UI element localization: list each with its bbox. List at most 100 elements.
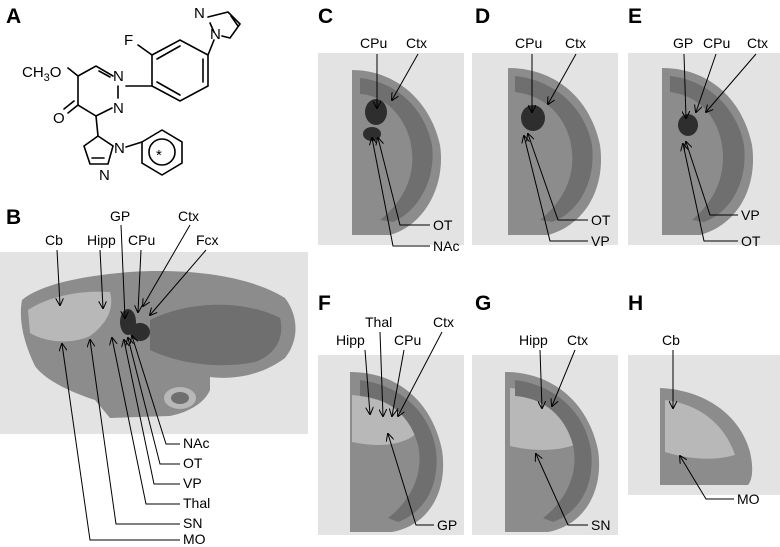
arrow-f-cpu [392, 349, 405, 416]
label-b-fcx: Fcx [196, 232, 219, 248]
phenyl-ring [141, 129, 183, 176]
panel-label-e: E [628, 5, 642, 28]
arrow-f-hipp [364, 349, 370, 414]
cortex-band [515, 380, 592, 522]
label-d-vp: VP [591, 233, 610, 249]
label-b-mo: MO [183, 531, 206, 547]
arrow-b-fcx [150, 249, 207, 315]
arrow-e-gp [684, 53, 686, 118]
bond [207, 39, 215, 56]
arrow-c-ctx [392, 53, 419, 100]
label-b-cb: Cb [45, 232, 63, 248]
arrow-d-vp [524, 136, 588, 242]
label-f-thal: Thal [365, 314, 392, 330]
label-b-ctx: Ctx [178, 208, 199, 224]
label-h-cb: Cb [662, 332, 680, 348]
cortex-band [515, 76, 593, 222]
radiolabel-asterisk: * [156, 147, 162, 164]
arrow-c-ot [378, 138, 430, 226]
arrow-g-sn [536, 454, 588, 526]
label-h-mo: MO [737, 491, 760, 507]
panel-b: B Cb Hipp GP CPu Ctx Fcx NAc OT VP Thal … [0, 206, 308, 547]
arrow-b-ot [128, 338, 180, 465]
panel-label-h: H [628, 292, 643, 315]
fluorophenyl-ring [151, 39, 209, 102]
arrow-c-nac [372, 138, 430, 247]
bond [137, 44, 153, 56]
cpu-signal [521, 105, 545, 131]
label-b-sn: SN [183, 515, 202, 531]
label-b-thal: Thal [183, 495, 210, 511]
arrow-b-ctx [143, 224, 191, 306]
methoxy-group: CH3O [22, 64, 61, 84]
arrow-b-gp [120, 224, 125, 318]
gp-signal [678, 114, 698, 136]
panel-c: C CPu Ctx OT NAc [318, 5, 464, 254]
panel-label-c: C [318, 5, 333, 28]
pyrazole-n3: N [114, 140, 125, 157]
label-g-ctx: Ctx [567, 332, 588, 348]
cerebellum-region [665, 400, 735, 459]
arrow-b-cb [57, 249, 60, 305]
label-c-ctx: Ctx [406, 35, 427, 51]
arrow-b-nac [132, 336, 180, 445]
label-d-ctx: Ctx [565, 35, 586, 51]
label-f-cpu: CPu [394, 332, 421, 348]
label-b-nac: NAc [183, 435, 209, 451]
panel-label-b: B [6, 206, 21, 229]
arrow-f-thal [380, 331, 383, 416]
arrow-b-vp [124, 340, 180, 485]
bond [67, 67, 79, 77]
panel-label-f: F [318, 292, 331, 315]
label-e-ctx: Ctx [747, 35, 768, 51]
panel-f: F Hipp Thal CPu Ctx GP [318, 292, 464, 535]
pyrazole-n4: N [99, 167, 110, 184]
cerebellum-region [28, 291, 112, 342]
label-d-cpu: CPu [515, 35, 542, 51]
label-e-gp: GP [673, 35, 693, 51]
panel-e: E GP CPu Ctx VP OT [628, 5, 780, 249]
arrow-e-ctx [706, 53, 757, 112]
bond [95, 115, 99, 137]
label-f-gp: GP [437, 517, 457, 533]
arrow-b-cpu [138, 249, 141, 312]
arrow-h-mo [680, 456, 734, 500]
arrow-b-hipp [100, 249, 103, 308]
pyridazinone-n1: N [113, 68, 124, 85]
arrow-g-hipp [540, 349, 542, 408]
panel-label-d: D [475, 5, 490, 28]
pyrazole-n1: N [210, 26, 221, 43]
bond [230, 15, 239, 27]
arrow-f-ctx [398, 331, 443, 416]
bond [156, 81, 181, 96]
label-f-ctx: Ctx [433, 314, 454, 330]
pyrazole-ring-bottom [83, 135, 114, 165]
panel-d: D CPu Ctx OT VP [472, 5, 618, 249]
arrow-f-gp [388, 434, 434, 526]
label-b-vp: VP [183, 475, 202, 491]
arrow-d-ot [528, 134, 588, 221]
cortex-band [360, 380, 437, 522]
label-e-ot: OT [741, 233, 761, 249]
bond [156, 45, 181, 60]
label-b-cpu: CPu [128, 232, 155, 248]
pyridazinone-ring [77, 65, 114, 117]
label-c-cpu: CPu [360, 35, 387, 51]
arrow-g-ctx [552, 349, 576, 406]
panel-a: A F N N N N CH3O [6, 5, 242, 184]
pyrazole-n2: N [194, 5, 205, 22]
pyridazinone-n2: N [113, 100, 124, 117]
bond [125, 141, 143, 148]
label-e-vp: VP [741, 207, 760, 223]
chemical-structure: F N N N N CH3O O N [22, 5, 242, 184]
label-d-ot: OT [591, 212, 611, 228]
label-g-sn: SN [591, 517, 610, 533]
forebrain-region [150, 304, 282, 366]
label-g-hipp: Hipp [519, 332, 548, 348]
fluorine-atom: F [124, 32, 133, 49]
cortex-band [670, 76, 745, 222]
panel-g: G Hipp Ctx SN [472, 292, 618, 535]
arrow-b-sn [90, 340, 180, 525]
